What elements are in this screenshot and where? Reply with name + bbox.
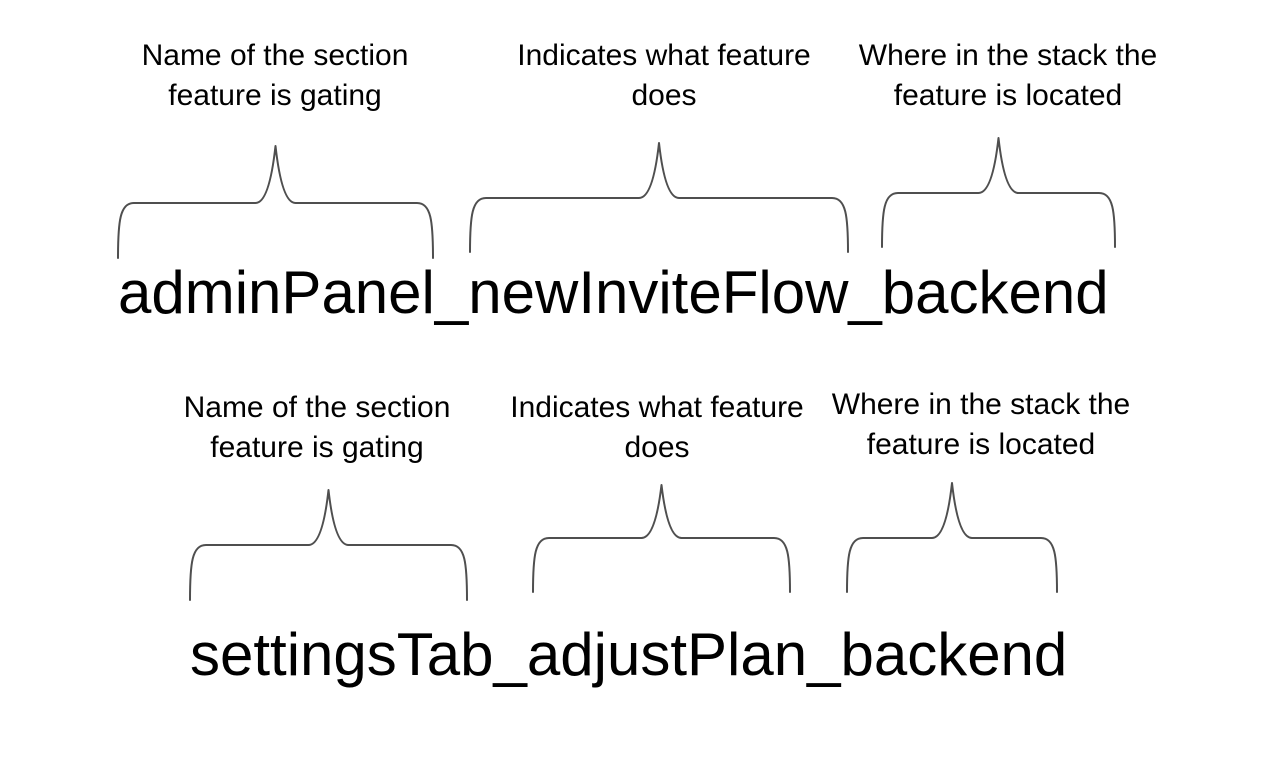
annotation-line: Indicates what feature	[510, 391, 804, 424]
annotation-section-label: Name of the section feature is gating	[167, 388, 467, 468]
flag-name: settingsTab_adjustPlan_backend	[190, 621, 1068, 688]
annotation-feature-label: Indicates what feature does	[514, 36, 814, 116]
annotation-line: feature is located	[893, 79, 1123, 112]
curly-brace-feature	[532, 484, 791, 593]
curly-brace-section	[189, 489, 468, 601]
curly-brace-stack	[846, 482, 1058, 593]
annotation-stack-label: Where in the stack the feature is locate…	[831, 385, 1131, 465]
annotation-line: Name of the section	[141, 39, 409, 72]
annotation-line: Name of the section	[183, 391, 451, 424]
annotation-section-label: Name of the section feature is gating	[125, 36, 425, 116]
annotation-line: feature is located	[866, 428, 1096, 461]
annotation-line: does	[631, 79, 697, 112]
annotation-line: does	[624, 431, 690, 464]
curly-brace-feature	[469, 142, 849, 253]
annotation-line: Where in the stack the	[831, 388, 1131, 421]
curly-brace-stack	[881, 137, 1116, 248]
curly-brace-section	[117, 145, 434, 259]
annotation-line: feature is gating	[168, 79, 382, 112]
annotation-feature-label: Indicates what feature does	[507, 388, 807, 468]
flag-name: adminPanel_newInviteFlow_backend	[118, 259, 1109, 326]
annotation-line: feature is gating	[210, 431, 424, 464]
annotation-stack-label: Where in the stack the feature is locate…	[858, 36, 1158, 116]
annotation-line: Where in the stack the	[858, 39, 1158, 72]
annotation-line: Indicates what feature	[517, 39, 811, 72]
